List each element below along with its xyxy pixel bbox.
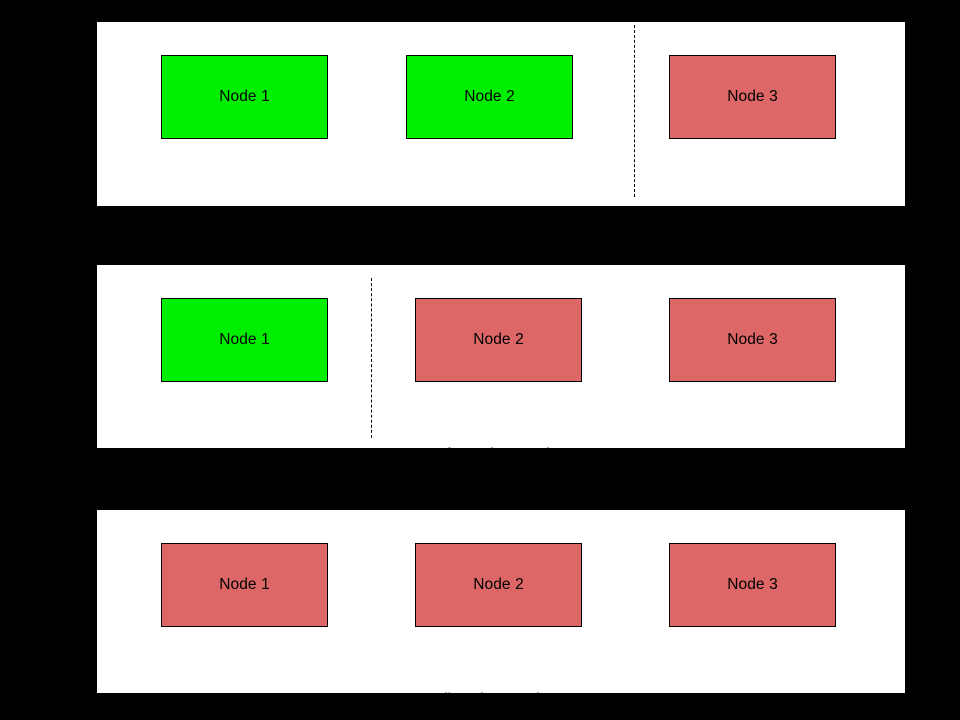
caption-line-1: All Nodes are down [433,691,569,708]
node-label: Node 1 [219,331,270,349]
panel-all-down: Node 1 Node 2 Node 3 All Nodes are down … [97,510,905,708]
node-box-3-1[interactable]: Node 1 [161,543,328,627]
node-box-2-2[interactable]: Node 2 [415,298,582,382]
panel-two-up: Node 1 Node 2 Node 3 Two out of 3 nodes … [97,22,905,309]
node-label: Node 2 [473,331,524,349]
node-label: Node 3 [727,331,778,349]
partition-divider-2 [371,278,372,438]
caption-line-1: Two out of 3 nodes are down [379,446,579,463]
node-box-1-3[interactable]: Node 3 [669,55,836,139]
node-label: Node 3 [727,88,778,106]
caption-line-1: Two out of 3 nodes are up [411,223,591,240]
node-label: Node 1 [219,576,270,594]
node-box-2-3[interactable]: Node 3 [669,298,836,382]
node-box-3-3[interactable]: Node 3 [669,543,836,627]
node-label: Node 3 [727,576,778,594]
partition-divider-1 [634,25,635,197]
node-box-2-1[interactable]: Node 1 [161,298,328,382]
panel-caption-3: All Nodes are down Majority Fails & Clus… [251,642,751,720]
panel-two-down: Node 1 Node 2 Node 3 Two out of 3 nodes … [97,265,905,532]
node-label: Node 2 [473,576,524,594]
node-box-1-2[interactable]: Node 2 [406,55,573,139]
node-label: Node 1 [219,88,270,106]
node-box-1-1[interactable]: Node 1 [161,55,328,139]
node-label: Node 2 [464,88,515,106]
node-box-3-2[interactable]: Node 2 [415,543,582,627]
